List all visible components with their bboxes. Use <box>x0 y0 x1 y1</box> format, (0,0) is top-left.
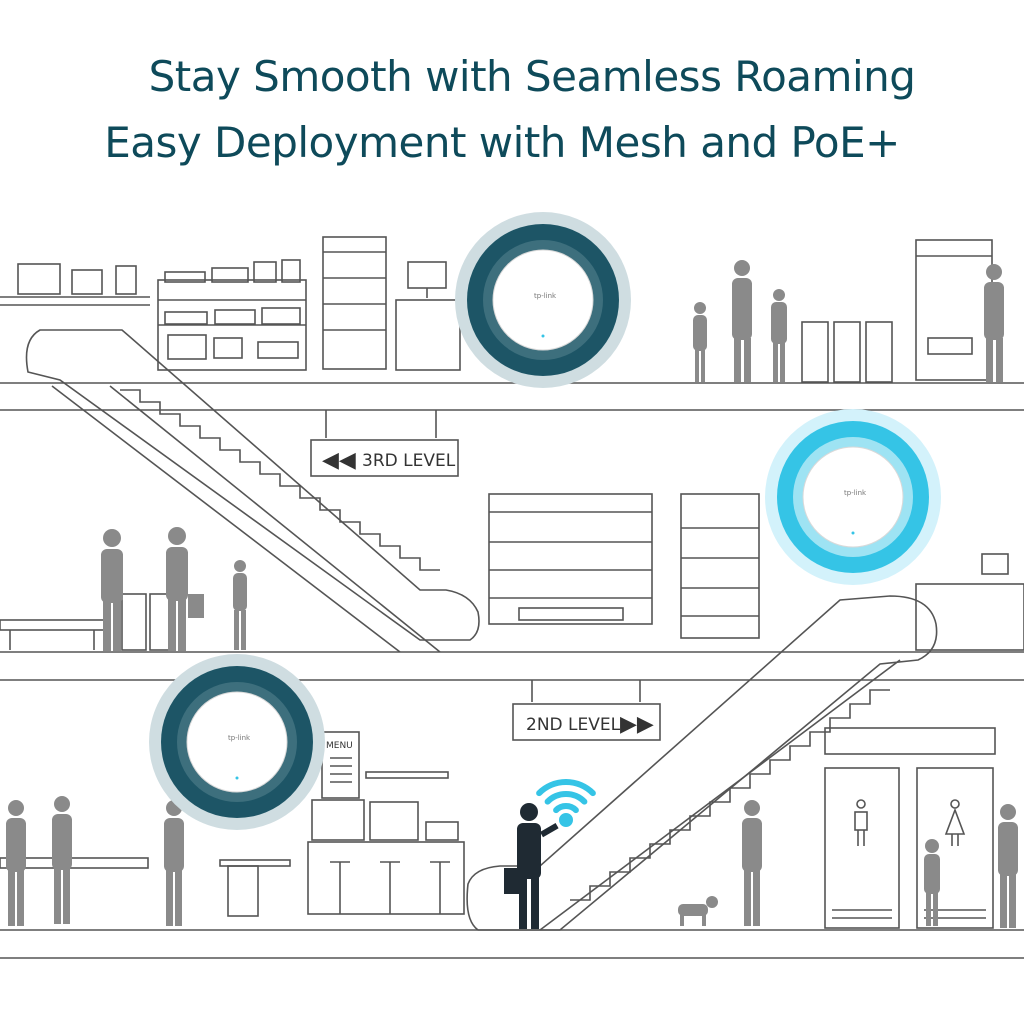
family-silhouette <box>693 260 787 382</box>
ap-brand-label: tp-link <box>844 489 867 497</box>
sign-level-3-arrows: ◀◀ <box>322 448 356 473</box>
sign-level-3 <box>310 439 459 477</box>
escalator-right <box>466 595 938 931</box>
headline-line-1: Stay Smooth with Seamless Roaming <box>148 52 916 101</box>
sign-level-2-arrows: ▶▶ <box>620 712 654 737</box>
cafe-menu-label: MENU <box>326 741 353 751</box>
person-walking-dog <box>678 800 762 926</box>
escalator-left <box>25 329 480 641</box>
female-restroom-icon <box>944 799 966 846</box>
person-at-vending <box>984 264 1004 382</box>
ap-led <box>235 776 239 780</box>
wifi-dot <box>559 813 573 827</box>
wifi-arc <box>544 791 588 805</box>
sign-level-2 <box>512 703 661 741</box>
ap-brand-label: tp-link <box>534 292 557 300</box>
ap-brand-label: tp-link <box>228 734 251 742</box>
people-restroom <box>924 804 1018 928</box>
access-point-2: tp-link <box>765 409 941 585</box>
sign-level-3-text: 3RD LEVEL <box>362 451 456 471</box>
shoppers-level-2 <box>101 527 247 651</box>
wifi-arc <box>536 779 596 797</box>
sign-level-2-text: 2ND LEVEL <box>526 715 621 735</box>
user-with-phone <box>504 803 559 929</box>
ap-led <box>541 334 545 338</box>
people-ground-left <box>6 796 184 926</box>
wifi-signal-icon <box>536 779 596 827</box>
headline-line-2: Easy Deployment with Mesh and PoE+ <box>104 118 900 167</box>
wifi-arc <box>553 803 579 814</box>
ap-led <box>851 531 855 535</box>
access-point-1: tp-link <box>455 212 631 388</box>
access-point-3: tp-link <box>149 654 325 830</box>
male-restroom-icon <box>854 799 868 846</box>
